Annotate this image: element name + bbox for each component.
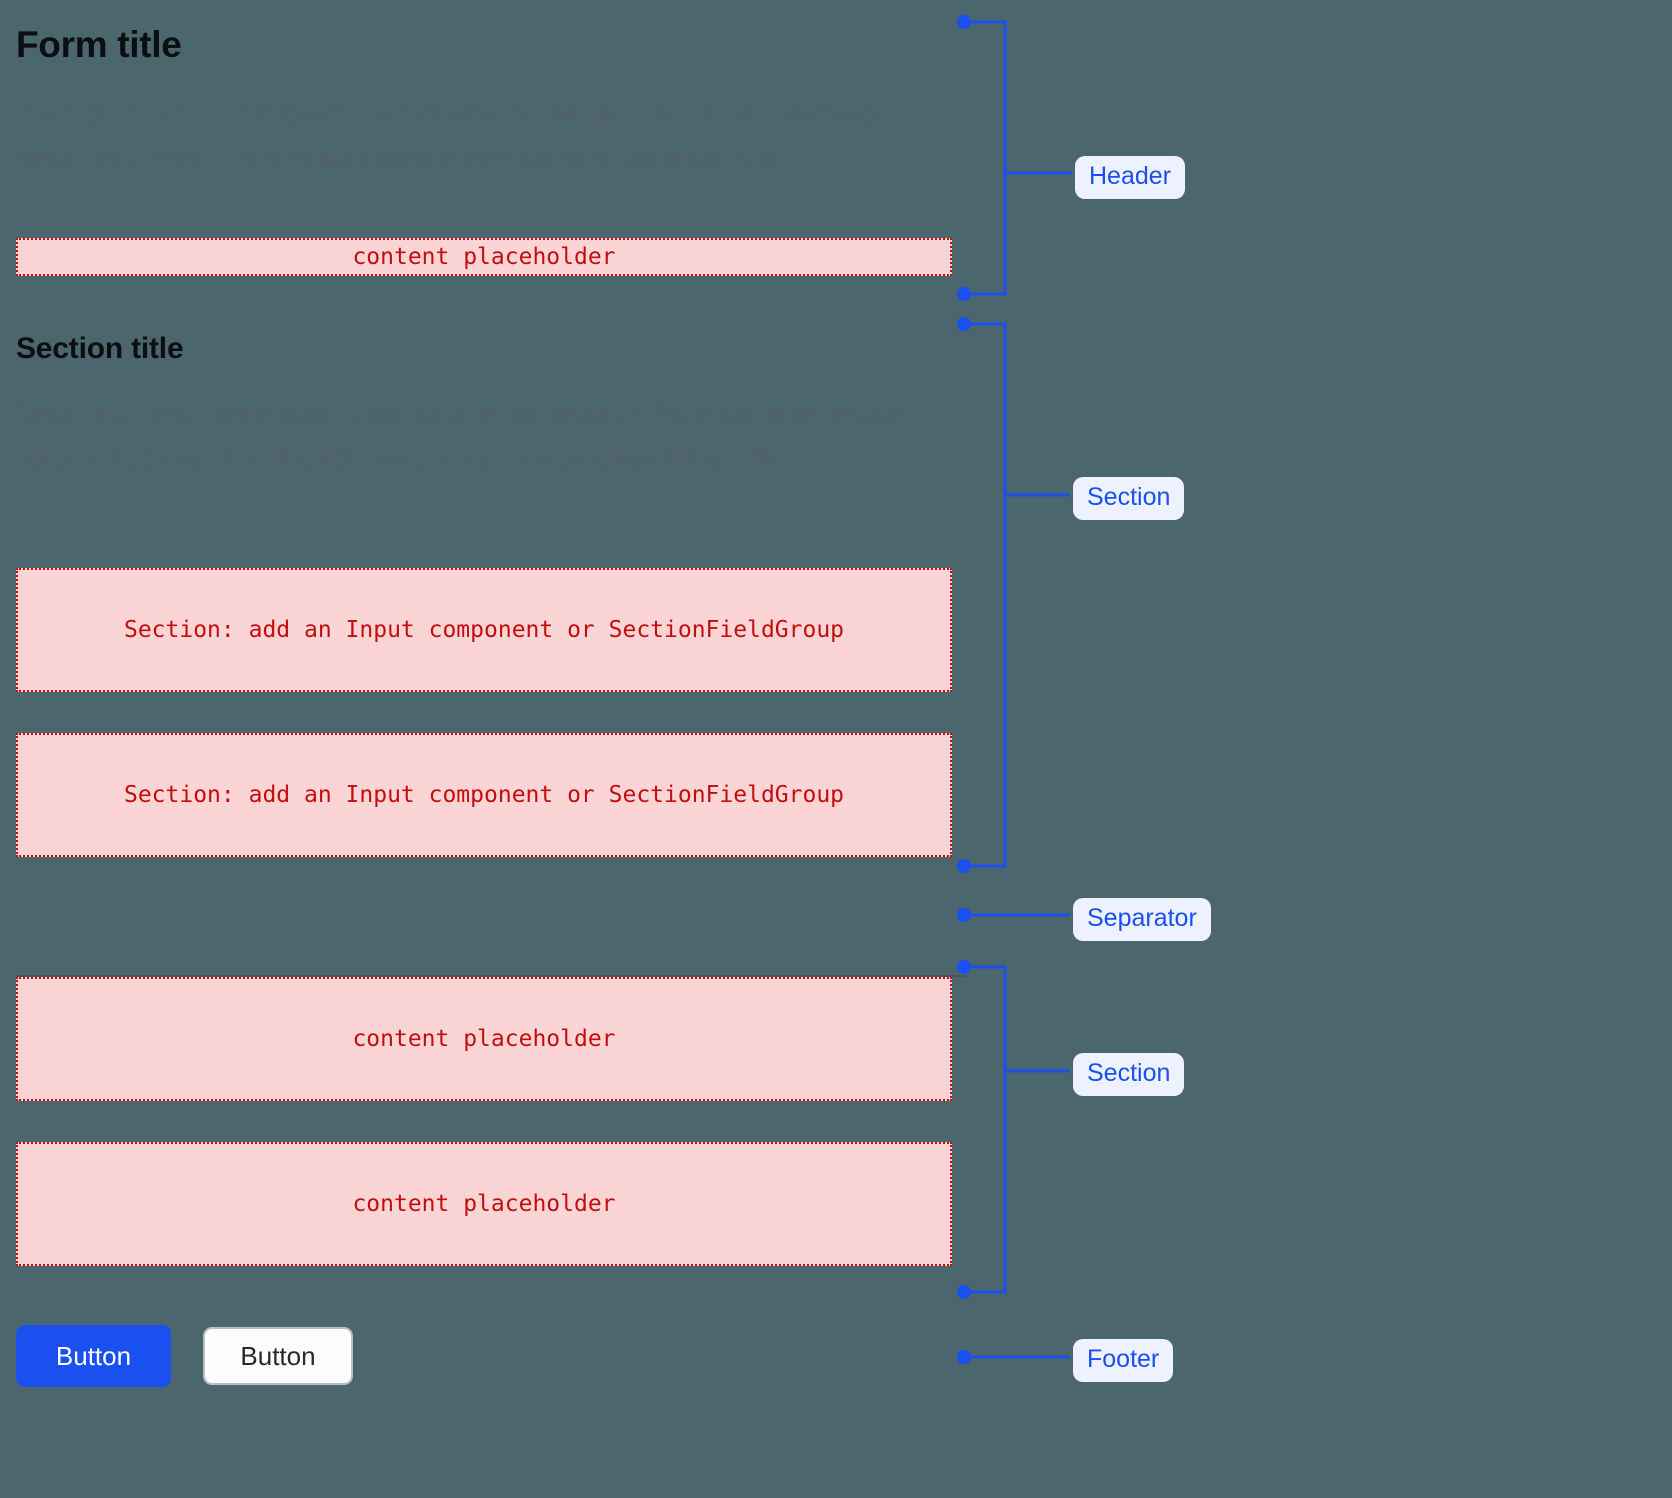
section-description: Description text. Lorem ipsum dolor sit …: [16, 400, 903, 473]
section-one-bracket: [964, 322, 1007, 868]
footer-button-row: Button Button: [16, 1325, 353, 1387]
anchor-dot-header-top: [957, 15, 971, 29]
section-field-group-placeholder: Section: add an Input component or Secti…: [16, 568, 952, 692]
header-content-placeholder: content placeholder: [16, 238, 952, 276]
anchor-dot-separator: [957, 908, 971, 922]
annotation-label-section-one[interactable]: Section: [1073, 477, 1185, 520]
header-bracket: [964, 20, 1007, 296]
annotation-label-footer[interactable]: Footer: [1073, 1339, 1174, 1382]
section-content-placeholder: content placeholder: [16, 1142, 952, 1266]
annotation-label-separator[interactable]: Separator: [1073, 898, 1211, 941]
annotation-label-section-two[interactable]: Section: [1073, 1053, 1185, 1096]
form-title: Form title: [16, 24, 182, 65]
primary-button[interactable]: Button: [16, 1325, 171, 1387]
anchor-dot-section-one-top: [957, 317, 971, 331]
anchor-dot-section-two-bottom: [957, 1285, 971, 1299]
annotation-label-header[interactable]: Header: [1075, 156, 1185, 199]
anchor-dot-section-one-bottom: [957, 859, 971, 873]
separator-rule: [16, 975, 966, 977]
anchor-dot-header-bottom: [957, 287, 971, 301]
form-description: Description text. Lorem ipsum dolor sit …: [16, 100, 903, 173]
section-content-placeholder: content placeholder: [16, 977, 952, 1101]
section-field-group-placeholder: Section: add an Input component or Secti…: [16, 733, 952, 857]
section-title: Section title: [16, 332, 184, 365]
secondary-button[interactable]: Button: [203, 1327, 353, 1385]
anchor-dot-footer: [957, 1350, 971, 1364]
section-two-bracket: [964, 965, 1007, 1294]
anchor-dot-section-two-top: [957, 960, 971, 974]
form-anatomy-column: Form title Description text. Lorem ipsum…: [16, 0, 966, 1498]
